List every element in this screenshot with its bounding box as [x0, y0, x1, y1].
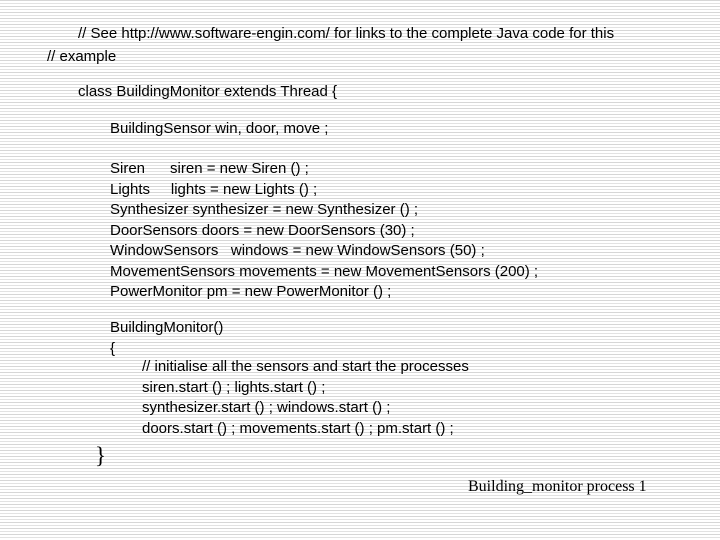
code-line-building-sensor: BuildingSensor win, door, move ;	[110, 120, 329, 137]
code-line-start-doors-movements: doors.start () ; movements.start () ; pm…	[142, 420, 454, 437]
code-line-door-sensors: DoorSensors doors = new DoorSensors (30)…	[110, 222, 415, 239]
code-line-lights: Lights lights = new Lights () ;	[110, 181, 318, 198]
code-line-constructor: BuildingMonitor()	[110, 319, 224, 336]
code-line-start-synth-windows: synthesizer.start () ; windows.start () …	[142, 399, 391, 416]
slide-footer-caption: Building_monitor process 1	[468, 478, 647, 495]
code-line-open-brace: {	[110, 340, 116, 357]
code-line-class-declaration: class BuildingMonitor extends Thread {	[78, 83, 338, 100]
code-line-movement-sensors: MovementSensors movements = new Movement…	[110, 263, 539, 280]
code-line-url-comment: // See http://www.software-engin.com/ fo…	[78, 25, 615, 42]
code-line-example-comment: // example	[47, 48, 117, 65]
code-line-synthesizer: Synthesizer synthesizer = new Synthesize…	[110, 201, 419, 218]
code-line-start-siren-lights: siren.start () ; lights.start () ;	[142, 379, 326, 396]
code-line-window-sensors: WindowSensors windows = new WindowSensor…	[110, 242, 485, 259]
code-line-power-monitor: PowerMonitor pm = new PowerMonitor () ;	[110, 283, 392, 300]
code-line-siren: Siren siren = new Siren () ;	[110, 160, 309, 177]
code-line-close-brace: }	[95, 443, 107, 468]
code-line-init-comment: // initialise all the sensors and start …	[142, 358, 469, 375]
